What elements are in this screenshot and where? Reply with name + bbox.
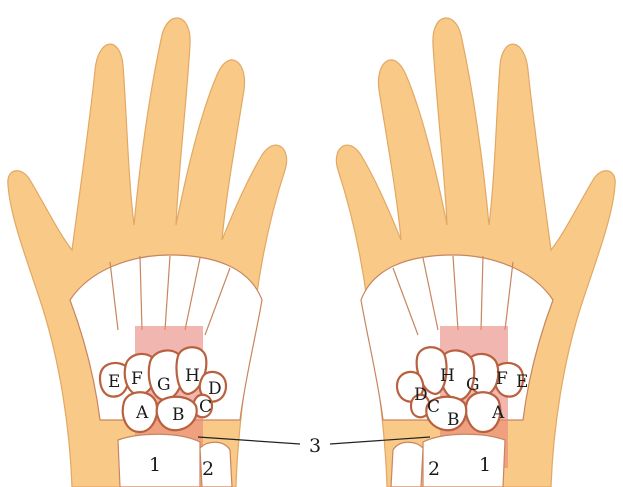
right-label-e: E <box>516 372 528 392</box>
left-label-d: D <box>208 379 222 399</box>
label-3: 3 <box>309 435 321 457</box>
right-label-d: D <box>414 385 428 405</box>
left-label-f: F <box>131 369 143 389</box>
right-ulna <box>391 442 423 487</box>
right-label-f: F <box>496 369 508 389</box>
right-label-1: 1 <box>479 454 491 476</box>
right-hand <box>336 18 615 487</box>
right-label-h: H <box>440 366 455 386</box>
left-label-e: E <box>108 372 120 392</box>
right-label-a: A <box>491 403 505 423</box>
left-label-1: 1 <box>149 454 161 476</box>
right-label-c: C <box>427 397 440 417</box>
left-label-a: A <box>135 403 149 423</box>
left-label-c: C <box>199 397 212 417</box>
right-label-2: 2 <box>428 458 440 480</box>
left-label-h: H <box>185 366 200 386</box>
left-label-2: 2 <box>202 458 214 480</box>
left-label-g: G <box>157 375 171 395</box>
left-label-b: B <box>172 405 185 425</box>
right-label-b: B <box>447 410 460 430</box>
right-label-g: G <box>466 375 480 395</box>
